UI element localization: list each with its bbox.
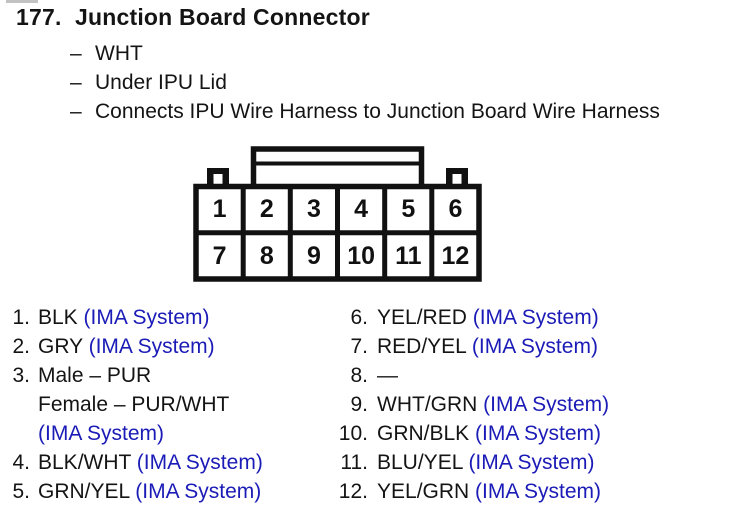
pin-row-12: 12. YEL/GRN (IMA System) bbox=[330, 477, 609, 506]
pin-cell-9: 9 bbox=[307, 242, 321, 270]
pin-number: 5. bbox=[12, 480, 30, 503]
bullet-text: Under IPU Lid bbox=[95, 71, 227, 94]
connector-pin-numbers: 1 2 3 4 5 6 7 8 9 10 11 12 bbox=[213, 195, 470, 270]
pin-row-1: 1. BLK (IMA System) bbox=[8, 303, 263, 332]
system-ref: (IMA System) bbox=[475, 422, 602, 445]
bullet-line: –WHT bbox=[70, 39, 660, 68]
wire-color: GRN/BLK bbox=[377, 422, 476, 445]
item-number: 177. bbox=[16, 4, 62, 30]
pin-cell-2: 2 bbox=[260, 195, 274, 223]
wire-color: — bbox=[377, 364, 398, 387]
system-ref: (IMA System) bbox=[88, 335, 215, 358]
pin-number: 3. bbox=[12, 364, 30, 387]
system-ref: (IMA System) bbox=[468, 451, 595, 474]
pin-row-4: 4. BLK/WHT (IMA System) bbox=[8, 448, 263, 477]
pin-cell-8: 8 bbox=[260, 242, 274, 270]
scan-artifact bbox=[6, 0, 38, 3]
pin-cell-4: 4 bbox=[354, 195, 368, 223]
pin-row-2: 2. GRY (IMA System) bbox=[8, 332, 263, 361]
system-ref: (IMA System) bbox=[83, 306, 210, 329]
pin-row-6: 6. YEL/RED (IMA System) bbox=[330, 303, 609, 332]
pin-row-5: 5. GRN/YEL (IMA System) bbox=[8, 477, 263, 506]
wire-color: GRN/YEL bbox=[38, 480, 136, 503]
wire-color: GRY bbox=[38, 335, 89, 358]
pin-number: 12. bbox=[338, 480, 368, 503]
wire-color: Female – PUR/WHT bbox=[38, 393, 230, 416]
connector-grid-lines bbox=[196, 186, 479, 279]
wire-color: YEL/GRN bbox=[377, 480, 476, 503]
wire-color: RED/YEL bbox=[377, 335, 472, 358]
pin-row-3-cont: (IMA System) bbox=[8, 419, 263, 448]
pin-row-11: 11. BLU/YEL (IMA System) bbox=[330, 448, 609, 477]
system-ref: (IMA System) bbox=[135, 480, 262, 503]
system-ref: (IMA System) bbox=[475, 480, 602, 503]
pin-number: 4. bbox=[12, 451, 30, 474]
bullet-text: WHT bbox=[95, 42, 143, 65]
pin-number: 6. bbox=[350, 306, 368, 329]
pin-list-right-column: 6. YEL/RED (IMA System) 7. RED/YEL (IMA Sy… bbox=[330, 303, 609, 506]
pin-row-3: 3. Male – PUR bbox=[8, 361, 263, 390]
system-ref: (IMA System) bbox=[472, 306, 599, 329]
pin-number: 9. bbox=[350, 393, 368, 416]
pin-list-left-column: 1. BLK (IMA System) 2. GRY (IMA System) 3.… bbox=[8, 303, 263, 506]
pin-number: 8. bbox=[350, 364, 368, 387]
pin-number: 10. bbox=[338, 422, 368, 445]
system-ref: (IMA System) bbox=[483, 393, 610, 416]
item-title: Junction Board Connector bbox=[75, 4, 370, 30]
pin-cell-11: 11 bbox=[395, 242, 422, 270]
wire-color: BLU/YEL bbox=[377, 451, 469, 474]
pin-number: 1. bbox=[12, 306, 30, 329]
pin-number: 7. bbox=[350, 335, 368, 358]
dash-glyph: – bbox=[70, 71, 82, 94]
bullet-list: –WHT –Under IPU Lid –Connects IPU Wire H… bbox=[70, 39, 660, 126]
pin-cell-3: 3 bbox=[307, 195, 321, 223]
system-ref: (IMA System) bbox=[136, 451, 263, 474]
page-title: 177. Junction Board Connector bbox=[16, 4, 370, 31]
bullet-line: –Connects IPU Wire Harness to Junction B… bbox=[70, 97, 660, 126]
wire-color: BLK/WHT bbox=[38, 451, 137, 474]
pin-row-3-cont: Female – PUR/WHT bbox=[8, 390, 263, 419]
dash-glyph: – bbox=[70, 42, 82, 65]
wire-color: BLK bbox=[38, 306, 84, 329]
pin-cell-5: 5 bbox=[401, 195, 415, 223]
system-ref: (IMA System) bbox=[38, 422, 165, 445]
pin-cell-7: 7 bbox=[213, 242, 227, 270]
pin-cell-6: 6 bbox=[448, 195, 462, 223]
bullet-line: –Under IPU Lid bbox=[70, 68, 660, 97]
connector-diagram: 1 2 3 4 5 6 7 8 9 10 11 12 bbox=[193, 146, 482, 282]
pin-number: 11. bbox=[340, 451, 368, 474]
dash-glyph: – bbox=[70, 100, 82, 123]
wire-color: Male – PUR bbox=[38, 364, 152, 387]
wire-color: WHT/GRN bbox=[377, 393, 484, 416]
wire-color: YEL/RED bbox=[377, 306, 473, 329]
bullet-text: Connects IPU Wire Harness to Junction Bo… bbox=[95, 100, 660, 123]
pin-cell-10: 10 bbox=[347, 242, 375, 270]
pin-row-10: 10. GRN/BLK (IMA System) bbox=[330, 419, 609, 448]
pin-row-7: 7. RED/YEL (IMA System) bbox=[330, 332, 609, 361]
system-ref: (IMA System) bbox=[471, 335, 598, 358]
pin-row-9: 9. WHT/GRN (IMA System) bbox=[330, 390, 609, 419]
pin-cell-12: 12 bbox=[441, 242, 469, 270]
pin-cell-1: 1 bbox=[213, 195, 227, 223]
pin-number: 2. bbox=[12, 335, 30, 358]
pin-row-8: 8. — bbox=[330, 361, 609, 390]
